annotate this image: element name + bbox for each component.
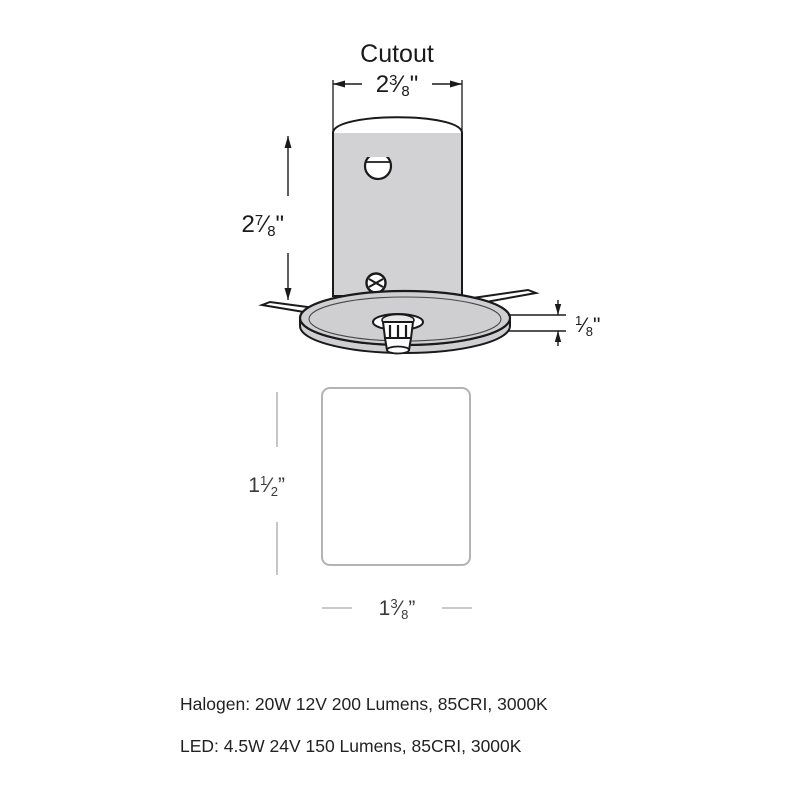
spec-line-led: LED: 4.5W 24V 150 Lumens, 85CRI, 3000K (180, 736, 522, 756)
dimension-label-lens-height: 11⁄2” (248, 473, 285, 499)
arrowhead-right (450, 80, 462, 88)
dimension-housing-height: 27⁄8" (242, 136, 292, 300)
cylindrical-housing (332, 116, 463, 297)
socket-base-ring (386, 345, 410, 355)
housing-body (332, 123, 463, 297)
lens-outline (321, 387, 471, 566)
mounting-screw (365, 272, 387, 294)
arrowhead-up (554, 331, 562, 342)
arrowhead-top (284, 136, 292, 148)
arrowhead-down (554, 304, 562, 315)
dimension-label-lens-width: 13⁄8” (379, 596, 416, 622)
dimension-trim-thickness: 1⁄8" (508, 300, 600, 346)
arrowhead-left (333, 80, 345, 88)
screw-slot-b (368, 278, 384, 288)
dimension-lens-width: 13⁄8” (322, 596, 472, 622)
knockout-cap (367, 150, 389, 157)
knockout-hole (363, 150, 393, 181)
cutout-title: Cutout (360, 40, 434, 68)
lamp-socket (372, 313, 424, 355)
housing-top-rim (332, 116, 463, 134)
spec-line-halogen: Halogen: 20W 12V 200 Lumens, 85CRI, 3000… (180, 694, 548, 714)
dimension-label-trim-thickness: 1⁄8" (575, 313, 600, 339)
dimension-label-housing-height: 27⁄8" (242, 211, 284, 240)
dimension-label-cutout-width: 23⁄8" (376, 71, 418, 100)
lens-rectangle (321, 387, 471, 566)
dimension-lens-height: 11⁄2” (248, 392, 285, 575)
arrowhead-bottom (284, 288, 292, 300)
